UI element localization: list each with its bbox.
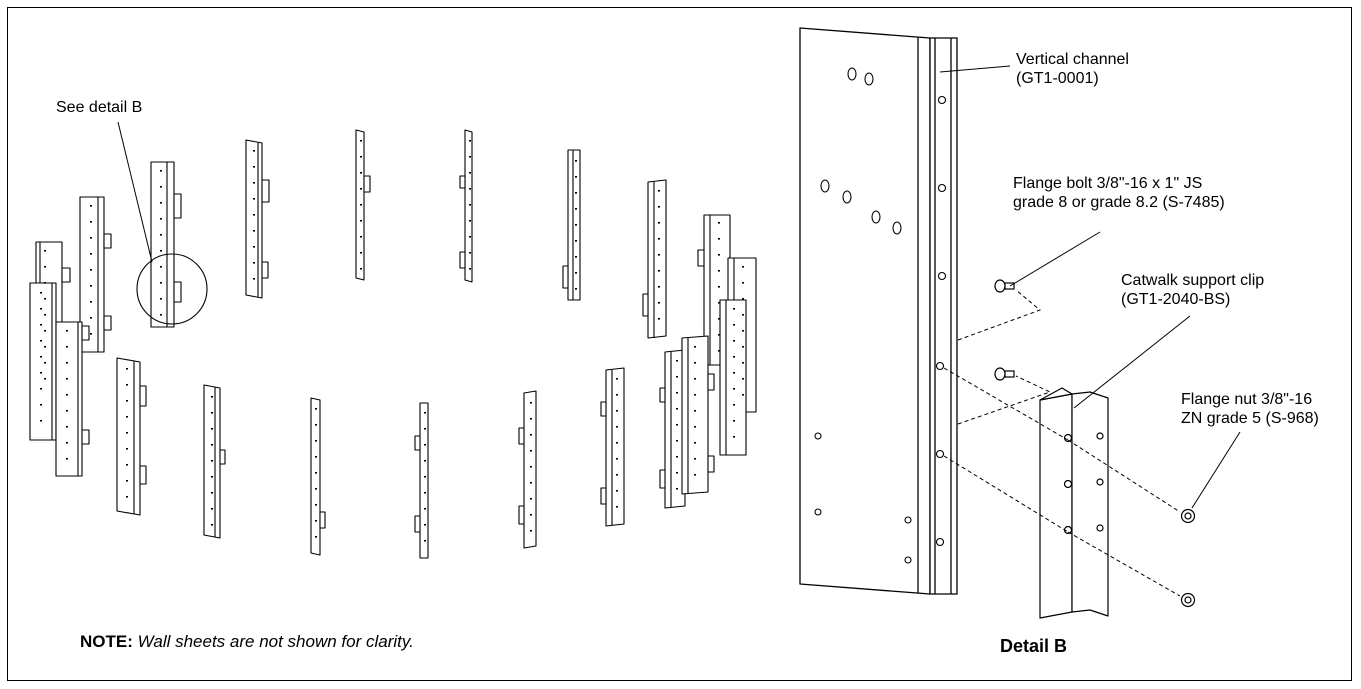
detail-b-title: Detail B: [1000, 636, 1068, 656]
detail-b-vertical-channel: [799, 27, 958, 595]
channel-upper-6: [459, 129, 473, 283]
channel-lower-1: [29, 282, 57, 441]
channel-bolt-holes: [40, 140, 744, 542]
detail-b-catwalk-clip: [1039, 387, 1109, 619]
channel-lower-5: [310, 397, 326, 556]
catwalk-clip-name: Catwalk support clip: [1121, 272, 1265, 289]
see-detail-leader: [117, 121, 153, 263]
channel-lower-3: [116, 357, 147, 516]
channel-upper-7: [562, 149, 581, 301]
figure-frame: [7, 7, 1352, 681]
detail-b-assembly-dashes: [943, 289, 1181, 597]
flange-bolt-label: Flange bolt 3/8"-16 x 1" JS grade 8 or g…: [1013, 174, 1225, 212]
channel-upper-8: [642, 179, 667, 339]
channel-lower-9: [659, 349, 686, 509]
flange-bolt-name: Flange bolt 3/8"-16 x 1" JS: [1013, 175, 1203, 192]
channel-lower-11: [719, 299, 747, 456]
channel-lower-6: [414, 402, 429, 559]
channel-upper-5: [355, 129, 371, 281]
flange-nut-name: Flange nut 3/8"-16: [1181, 391, 1313, 408]
detail-b-callout-circle: [136, 253, 208, 325]
channel-lower-10: [681, 335, 715, 495]
vertical-channel-part: (GT1-0001): [1016, 70, 1099, 87]
channel-lower-7: [518, 390, 537, 549]
channel-lower-4: [203, 384, 226, 539]
catwalk-clip-part: (GT1-2040-BS): [1121, 291, 1231, 308]
vertical-channel-label: Vertical channel (GT1-0001): [1016, 50, 1129, 88]
flange-nut-grade: ZN grade 5 (S-968): [1181, 410, 1319, 427]
detail-b-leaders: [939, 65, 1241, 509]
vertical-channel-name: Vertical channel: [1016, 51, 1129, 68]
detail-b-flange-nuts: [1180, 508, 1196, 608]
detail-b-slots: [814, 67, 947, 564]
channel-lower-8: [600, 367, 625, 527]
flange-nut-label: Flange nut 3/8"-16 ZN grade 5 (S-968): [1181, 390, 1319, 428]
note-prefix: NOTE:: [80, 632, 133, 651]
channel-upper-4: [245, 139, 270, 299]
channel-upper-2: [79, 196, 112, 353]
drawing-note: NOTE: Wall sheets are not shown for clar…: [80, 632, 414, 651]
see-detail-b-label: See detail B: [56, 99, 143, 116]
channel-lower-2: [55, 321, 90, 477]
flange-bolt-grade: grade 8 or grade 8.2 (S-7485): [1013, 194, 1225, 211]
detail-b-flange-bolts: [994, 279, 1015, 381]
catwalk-clip-label: Catwalk support clip (GT1-2040-BS): [1121, 271, 1264, 309]
note-text: Wall sheets are not shown for clarity.: [137, 632, 414, 651]
channel-upper-3: [150, 161, 182, 328]
